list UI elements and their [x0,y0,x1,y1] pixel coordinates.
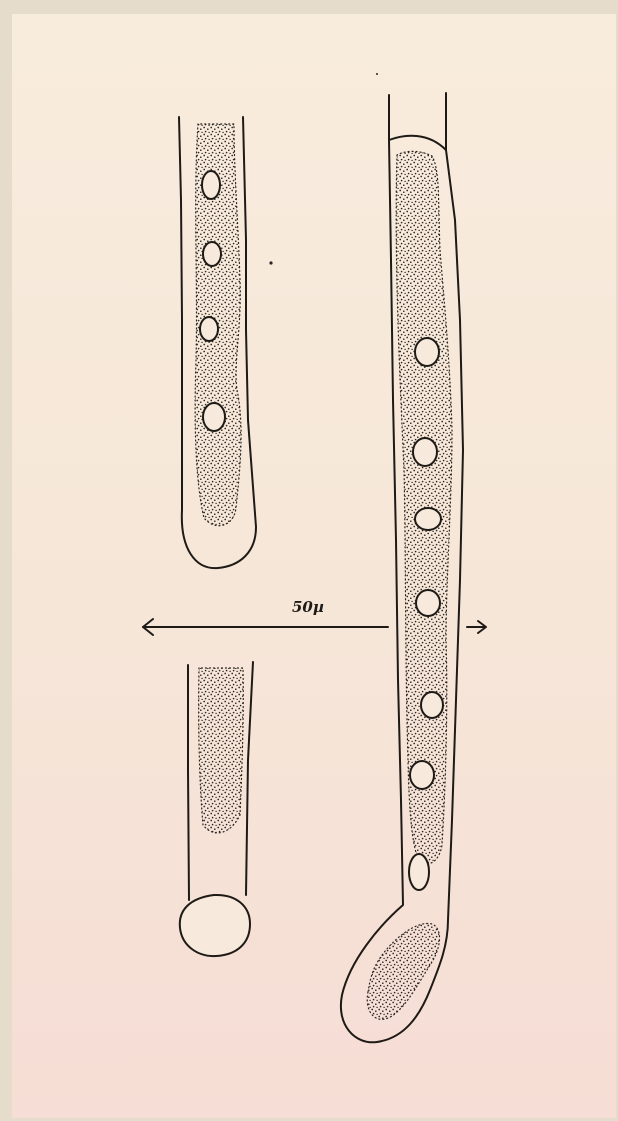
vacuole-5 [421,692,443,718]
scale-bar-label: 50µ [292,598,324,616]
vacuole-2 [413,438,437,466]
vacuole-3 [200,317,218,341]
hypha-lower-left-cytoplasm [199,668,244,833]
paper-sheet [12,14,616,1118]
vacuole-7 [409,854,429,890]
vacuole-1 [202,171,220,199]
vacuole-3 [415,508,441,530]
hypha-lower-left-wall-left [188,665,189,900]
vacuole-1 [415,338,439,366]
paper-speck [376,73,378,75]
vacuole-4 [203,403,225,431]
paper-speck [269,261,272,264]
vacuole-4 [416,590,440,616]
hypha-lower-left-tip-cell [180,895,250,956]
vacuole-6 [410,761,434,789]
vacuole-2 [203,242,221,266]
